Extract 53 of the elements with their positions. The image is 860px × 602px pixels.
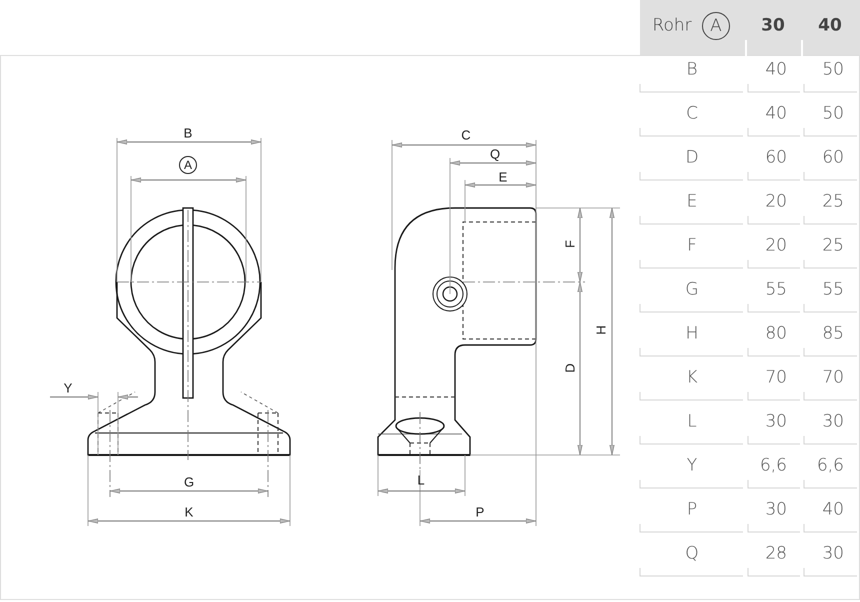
dimension-label: H xyxy=(594,325,608,335)
table-value: 60 xyxy=(765,150,787,166)
dimension-label: D xyxy=(564,363,576,373)
table-value: 70 xyxy=(765,370,787,386)
table-value: 70 xyxy=(822,370,844,386)
dimension-label: L xyxy=(417,474,425,486)
table-value: 30 xyxy=(822,414,844,430)
table-value: 30 xyxy=(765,502,787,518)
row-header: D xyxy=(685,150,699,166)
table-value: 20 xyxy=(765,194,787,210)
table-value: 28 xyxy=(765,546,787,562)
dimension-label: G xyxy=(184,476,194,488)
dimension-label: Y xyxy=(64,382,72,394)
column-header: 30 xyxy=(761,18,785,34)
row-header: Q xyxy=(685,546,699,562)
table-value: 40 xyxy=(765,62,787,78)
table-value: 85 xyxy=(822,326,844,342)
circled-dimension-label: A xyxy=(179,156,197,174)
row-header: H xyxy=(686,326,698,342)
table-value: 6,6 xyxy=(816,458,844,474)
column-header: Rohr xyxy=(652,18,692,34)
table-value: 60 xyxy=(822,150,844,166)
table-value: 25 xyxy=(822,194,844,210)
row-header: C xyxy=(686,106,698,122)
table-value: 40 xyxy=(822,502,844,518)
dimension-label: E xyxy=(498,170,508,184)
table-value: 25 xyxy=(822,238,844,254)
table-value: 40 xyxy=(765,106,787,122)
row-header: F xyxy=(687,238,697,254)
table-value: 50 xyxy=(822,106,844,122)
row-header: P xyxy=(686,502,698,518)
row-header: K xyxy=(686,370,698,386)
dimension-label: F xyxy=(564,240,576,248)
table-value: 20 xyxy=(765,238,787,254)
dimension-label: P xyxy=(476,506,484,518)
table-value: 55 xyxy=(822,282,844,298)
dimension-label: Q xyxy=(490,148,500,160)
circled-header-label: A xyxy=(702,12,730,40)
row-header: B xyxy=(686,62,698,78)
column-header: 40 xyxy=(818,18,842,34)
table-value: 55 xyxy=(765,282,787,298)
dimension-label: C xyxy=(461,128,471,142)
table-value: 6,6 xyxy=(760,458,787,474)
dimension-label: K xyxy=(184,506,194,518)
table-value: 80 xyxy=(765,326,787,342)
row-header: G xyxy=(685,282,699,298)
table-value: 50 xyxy=(822,62,844,78)
row-header: E xyxy=(686,194,698,210)
table-value: 30 xyxy=(765,414,787,430)
row-header: Y xyxy=(686,458,698,474)
row-header: L xyxy=(687,414,697,430)
dimension-label: B xyxy=(184,126,192,140)
table-value: 30 xyxy=(822,546,844,562)
